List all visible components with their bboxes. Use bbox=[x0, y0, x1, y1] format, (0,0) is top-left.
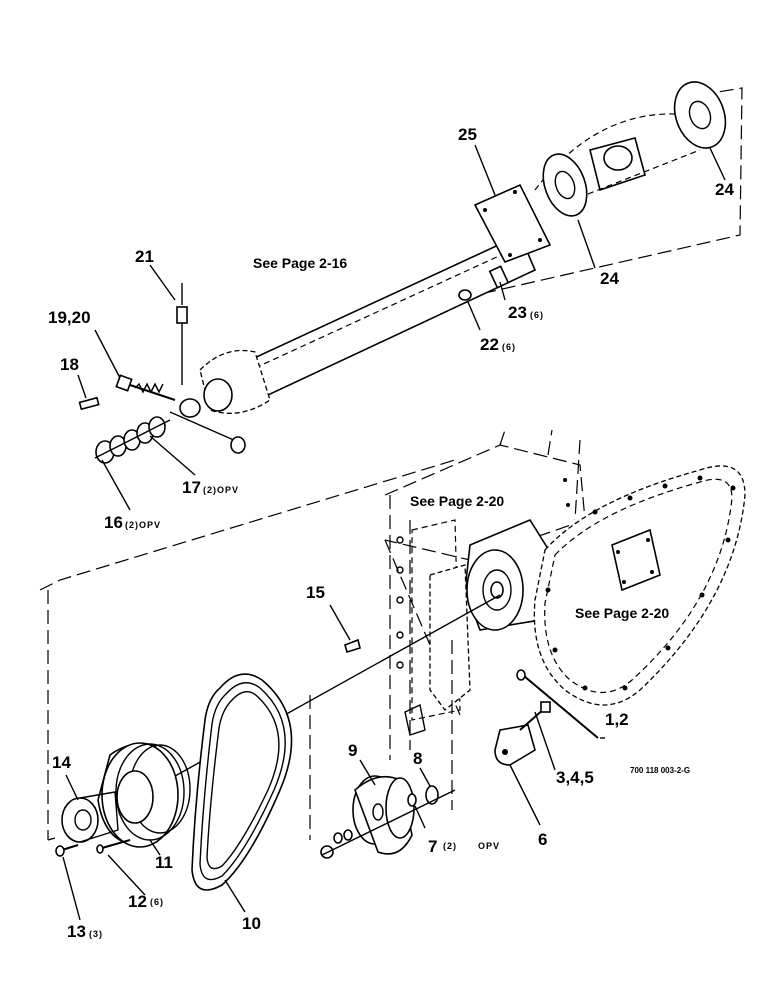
nut-22-bolt-23 bbox=[458, 265, 510, 301]
callout-23: 23 bbox=[508, 303, 527, 322]
callout-6: 6 bbox=[538, 830, 547, 849]
callout-13-qty: (3) bbox=[89, 929, 103, 939]
v-belt-10 bbox=[191, 673, 293, 891]
callout-3-4-5: 3,4,5 bbox=[556, 768, 594, 787]
callout-1-2: 1,2 bbox=[605, 710, 629, 729]
hub-14 bbox=[61, 791, 119, 843]
bolt-21 bbox=[176, 283, 188, 385]
shield-ring-24 bbox=[542, 81, 727, 217]
drawing-code: 700 118 003-2-G bbox=[630, 766, 690, 775]
spacer-8-washers-7 bbox=[320, 785, 456, 859]
idler-pulley-9 bbox=[352, 775, 415, 855]
callout-19-20: 19,20 bbox=[48, 308, 91, 327]
callout-9: 9 bbox=[348, 741, 357, 760]
callout-24-right: 24 bbox=[715, 180, 734, 199]
callout-17-qty: (2)OPV bbox=[203, 485, 239, 495]
reference-page-2-16: See Page 2-16 bbox=[253, 255, 347, 271]
callout-22-qty: (6) bbox=[502, 342, 516, 352]
callout-25: 25 bbox=[458, 125, 477, 144]
callout-12: 12 bbox=[128, 892, 147, 911]
callout-13: 13 bbox=[67, 922, 86, 941]
upper-assembly-frame bbox=[39, 87, 743, 841]
washers-16-17 bbox=[94, 416, 171, 464]
callout-23-qty: (6) bbox=[530, 310, 544, 320]
callout-7-qty: (2) bbox=[443, 841, 457, 851]
reference-page-2-20-top: See Page 2-20 bbox=[410, 493, 504, 509]
bolt-19-20 bbox=[115, 374, 176, 401]
callout-10: 10 bbox=[242, 914, 261, 933]
callout-16: 16 bbox=[104, 513, 123, 532]
callout-16-qty: (2)OPV bbox=[125, 520, 161, 530]
callout-24-center: 24 bbox=[600, 269, 619, 288]
key-15 bbox=[344, 638, 361, 654]
leader-lines bbox=[62, 144, 726, 921]
callout-15: 15 bbox=[306, 583, 325, 602]
callout-22: 22 bbox=[480, 335, 499, 354]
callout-11: 11 bbox=[155, 853, 173, 872]
bolts-12-13 bbox=[55, 839, 131, 857]
callout-21: 21 bbox=[135, 247, 154, 266]
callout-12-qty: (6) bbox=[150, 897, 164, 907]
callout-18: 18 bbox=[60, 355, 79, 374]
callout-7-opv: OPV bbox=[478, 841, 500, 851]
reference-page-2-20-right: See Page 2-20 bbox=[575, 605, 669, 621]
idler-arm-6 bbox=[494, 669, 599, 766]
drive-shaft bbox=[169, 113, 722, 454]
key-18 bbox=[78, 396, 100, 411]
gearbox-frame bbox=[384, 429, 746, 760]
callout-17: 17 bbox=[182, 478, 201, 497]
callout-8: 8 bbox=[413, 749, 422, 768]
callout-14: 14 bbox=[52, 753, 71, 772]
shield-plate-25 bbox=[473, 183, 552, 263]
callout-7: 7 bbox=[428, 837, 437, 856]
